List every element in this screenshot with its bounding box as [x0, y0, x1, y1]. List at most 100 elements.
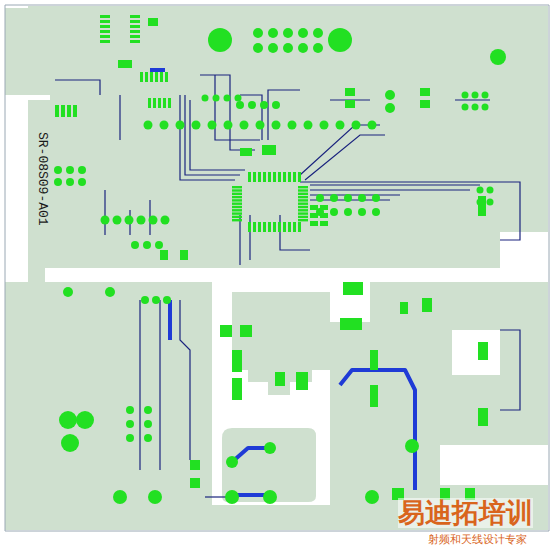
pad: [288, 222, 291, 232]
pad: [477, 187, 484, 194]
pad: [344, 194, 352, 202]
pad: [273, 172, 276, 182]
pad: [358, 194, 366, 202]
board-id: SR-08S09-A01: [35, 132, 49, 226]
pad: [100, 25, 110, 28]
pad: [487, 199, 494, 206]
board-outline: [5, 5, 549, 531]
pad: [352, 121, 361, 130]
pad: [482, 92, 489, 99]
pad: [153, 98, 156, 108]
pad: [149, 216, 158, 225]
pad: [304, 121, 313, 130]
pad: [232, 219, 242, 221]
pad: [125, 216, 134, 225]
pad: [130, 25, 140, 28]
pad: [310, 205, 318, 210]
pad: [372, 194, 380, 202]
power-trace: [150, 70, 415, 495]
pad: [232, 209, 242, 211]
pad: [232, 186, 242, 188]
pad: [462, 104, 469, 111]
pad: [235, 95, 242, 102]
pad: [330, 194, 338, 202]
pad: [176, 121, 185, 130]
pad: [258, 222, 261, 232]
pad: [155, 72, 158, 82]
pad: [202, 95, 209, 102]
pad: [208, 121, 217, 130]
pad: [140, 72, 143, 82]
pad: [298, 28, 308, 38]
clearance: [5, 95, 548, 485]
pad: [293, 172, 296, 182]
pad: [155, 241, 163, 249]
pad: [240, 121, 249, 130]
pad-array: [54, 15, 494, 442]
pad: [310, 221, 318, 226]
pad: [253, 28, 263, 38]
pad: [145, 72, 148, 82]
pad: [298, 222, 301, 232]
pad: [66, 166, 74, 174]
pad: [283, 222, 286, 232]
pad: [253, 43, 263, 53]
pad: [320, 213, 328, 218]
signal-trace: [55, 75, 520, 497]
pad: [78, 166, 86, 174]
pad: [248, 222, 251, 232]
pad: [165, 72, 168, 82]
pad: [126, 434, 134, 442]
pad: [232, 199, 242, 201]
pad: [298, 196, 308, 198]
copper-pour: [5, 6, 548, 530]
pad: [268, 28, 278, 38]
pad: [236, 101, 244, 109]
pad: [298, 209, 308, 211]
pad: [298, 172, 301, 182]
pad: [268, 43, 278, 53]
pad: [192, 121, 201, 130]
pad: [283, 172, 286, 182]
pad: [113, 216, 122, 225]
pad: [298, 206, 308, 208]
pad: [59, 18, 506, 504]
pad: [477, 199, 484, 206]
pad: [283, 28, 293, 38]
pad: [260, 101, 268, 109]
pad: [73, 105, 77, 117]
pad: [232, 196, 242, 198]
pad: [272, 101, 280, 109]
pad: [126, 420, 134, 428]
pad: [100, 15, 110, 18]
pad: [330, 208, 338, 216]
pad: [248, 172, 251, 182]
pad: [482, 104, 489, 111]
pad: [253, 222, 256, 232]
pad: [100, 35, 110, 38]
pad: [144, 121, 153, 130]
pad: [152, 296, 160, 304]
pad: [61, 105, 65, 117]
pad: [150, 72, 153, 82]
pad: [336, 121, 345, 130]
pad: [310, 213, 318, 218]
pad: [368, 121, 377, 130]
pad: [148, 98, 151, 108]
pad: [298, 193, 308, 195]
pad: [232, 212, 242, 214]
pad: [101, 216, 110, 225]
pad: [372, 208, 380, 216]
pad: [298, 216, 308, 218]
pad: [168, 98, 171, 108]
pad: [298, 212, 308, 214]
pad: [320, 121, 329, 130]
pad: [232, 193, 242, 195]
pad: [256, 121, 265, 130]
pad: [163, 98, 166, 108]
pad: [141, 296, 149, 304]
pad: [268, 222, 271, 232]
pad: [54, 166, 62, 174]
pad: [358, 208, 366, 216]
pad: [144, 406, 152, 414]
